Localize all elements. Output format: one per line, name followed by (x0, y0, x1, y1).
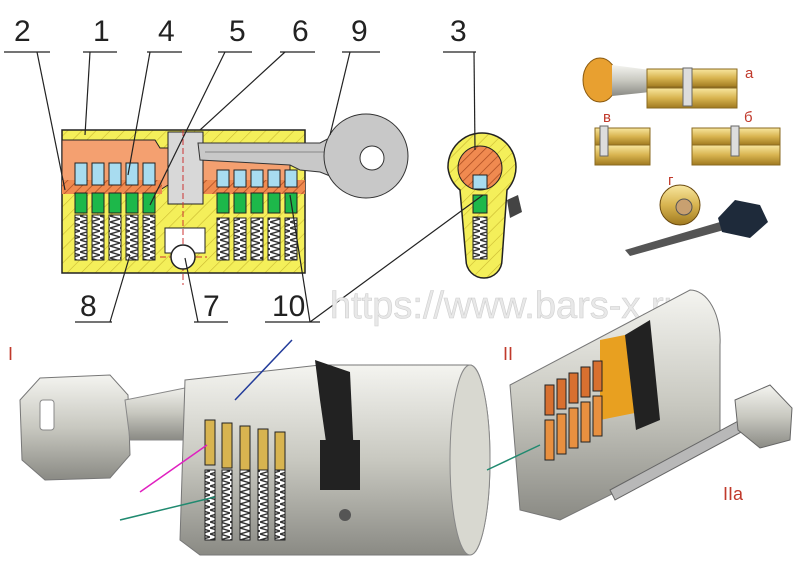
spring (267, 217, 281, 261)
photo-pin (544, 419, 555, 461)
spring (250, 217, 264, 261)
photo-pin (592, 395, 603, 437)
photo-pin (568, 407, 579, 449)
spring (125, 214, 139, 261)
callout-6: 6 (292, 15, 309, 48)
callout-10: 10 (272, 290, 305, 323)
driver-pin (233, 169, 247, 188)
key-illustration (197, 113, 409, 199)
spring (216, 217, 230, 261)
photo-I-label: I (8, 344, 13, 364)
key-pin (125, 192, 139, 214)
variant-v-label: в (603, 109, 611, 126)
photo-spring (221, 469, 233, 541)
photo-spring (257, 469, 269, 541)
key-pin (267, 192, 281, 214)
driver-pin (74, 162, 88, 186)
spring (74, 214, 88, 261)
driver-pin (250, 169, 264, 188)
spring (108, 214, 122, 261)
callout-7: 7 (203, 290, 220, 323)
key-pin (250, 192, 264, 214)
photo-pin (239, 425, 251, 472)
photo-pin (257, 428, 269, 475)
spring (142, 214, 156, 261)
cylinder-variants: а в б г (582, 57, 781, 256)
callout-8: 8 (80, 290, 97, 323)
driver-pin (216, 169, 230, 188)
key-pin (142, 192, 156, 214)
photo-spring (204, 469, 216, 541)
callout-5: 5 (229, 15, 246, 48)
driver-pin (108, 162, 122, 186)
key-pin (233, 192, 247, 214)
callout-3: 3 (450, 15, 467, 48)
driver-pin (91, 162, 105, 186)
key-pin (74, 192, 88, 214)
photo-pin (592, 360, 603, 392)
key-pin (91, 192, 105, 214)
photo-pin (556, 378, 567, 410)
photo-I-cylinder-cutaway (19, 339, 491, 556)
photo-IIa-key (609, 384, 793, 501)
screw-hole (170, 244, 196, 270)
callout-4: 4 (158, 15, 175, 48)
callout-2: 2 (14, 15, 31, 48)
photo-pin (580, 366, 591, 398)
spring (233, 217, 247, 261)
photo-pin (204, 419, 216, 466)
photo-pin (544, 384, 555, 416)
photo-pin (580, 401, 591, 443)
photo-pin (556, 413, 567, 455)
photo-pin (568, 372, 579, 404)
cylinder-profile (447, 132, 522, 279)
photo-IIa-label: IIa (723, 484, 744, 504)
watermark: https://www.bars-x.ru (330, 285, 685, 327)
driver-pin (284, 169, 298, 188)
callout-1: 1 (93, 15, 110, 48)
key-pin (108, 192, 122, 214)
variant-b-label: б (744, 109, 753, 126)
photo-spring (239, 469, 251, 541)
photo-II-label: II (503, 344, 513, 364)
driver-pin (142, 162, 156, 186)
callout-lines (4, 51, 484, 323)
photo-spring (274, 469, 286, 541)
photo-pin (221, 422, 233, 469)
variant-g-label: г (668, 172, 674, 189)
spring (91, 214, 105, 261)
variant-a-label: а (745, 65, 754, 82)
driver-pin (267, 169, 281, 188)
key-pin (216, 192, 230, 214)
callout-9: 9 (351, 15, 368, 48)
